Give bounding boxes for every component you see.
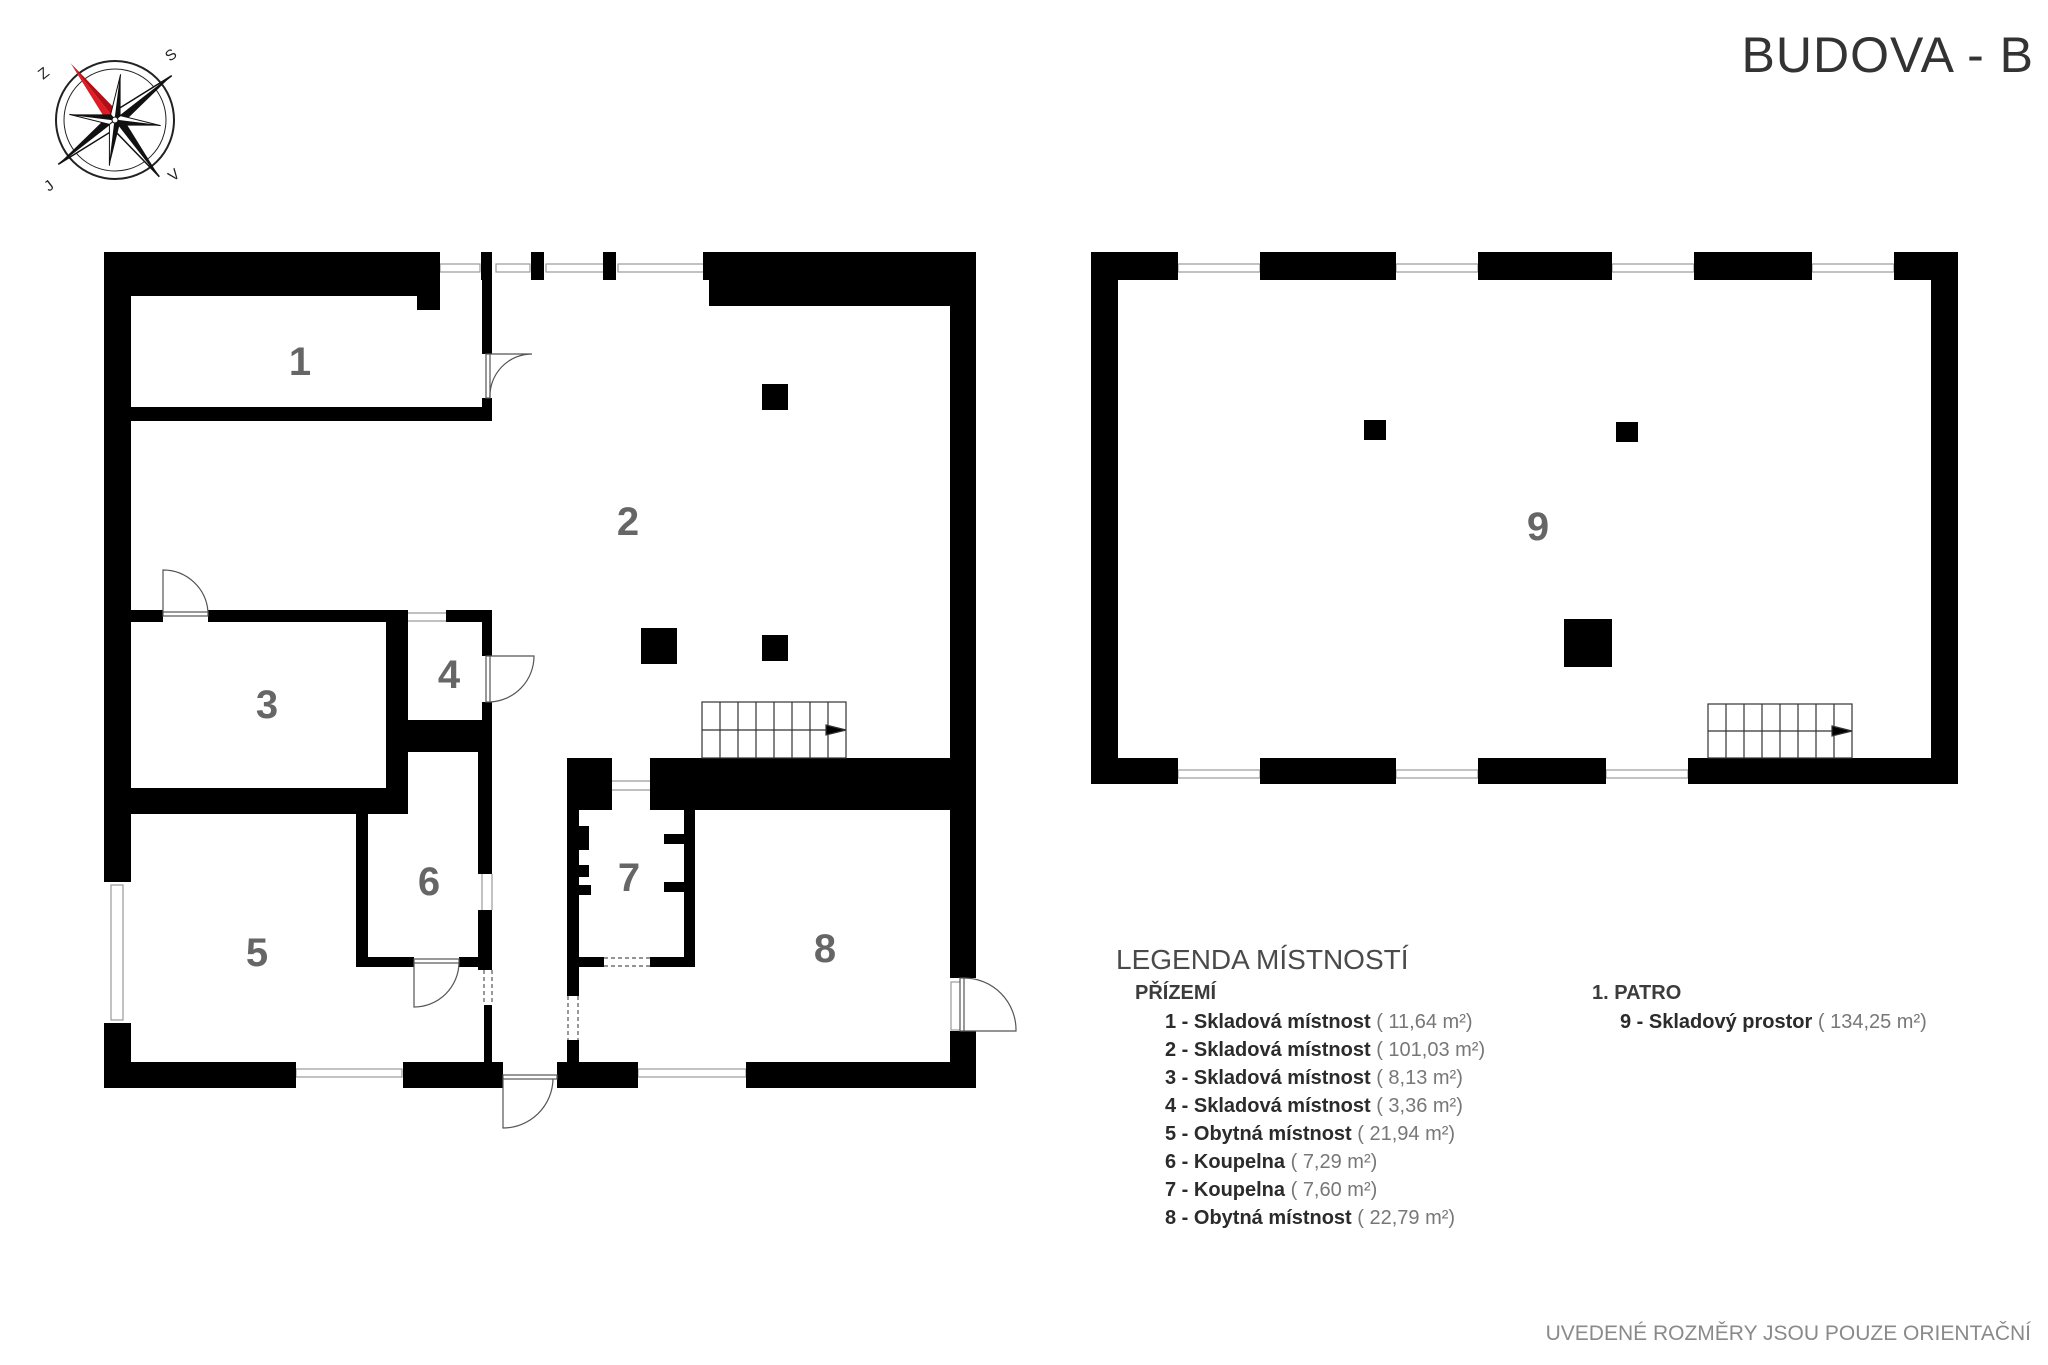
compass-label-s: S: [162, 46, 180, 66]
staircase: [701, 701, 847, 759]
legend-list-ground-floor: 1 - Skladová místnost ( 11,64 m²) 2 - Sk…: [1165, 1008, 1485, 1232]
legend-item: 6 - Koupelna ( 7,29 m²): [1165, 1151, 1378, 1173]
legend-title: LEGENDA MÍSTNOSTÍ: [1116, 944, 1409, 975]
room-number-8: 8: [814, 927, 836, 971]
room-number-5: 5: [246, 931, 268, 975]
legend-item: 2 - Skladová místnost ( 101,03 m²): [1165, 1039, 1486, 1061]
room-number-2: 2: [617, 500, 639, 544]
legend-item: 1 - Skladová místnost ( 11,64 m²): [1165, 1011, 1473, 1033]
ground-floor-plan: 1 2 3 4 5 6 7 8: [104, 252, 1017, 1129]
first-floor-plan: 9: [1091, 252, 1958, 784]
legend-list-first-floor: 9 - Skladový prostor ( 134,25 m²): [1620, 1008, 1927, 1036]
legend-item: 3 - Skladová místnost ( 8,13 m²): [1165, 1067, 1463, 1089]
legend-item: 5 - Obytná místnost ( 21,94 m²): [1165, 1123, 1456, 1145]
compass-rose: S V J Z: [35, 46, 183, 196]
room-number-4: 4: [438, 653, 461, 697]
disclaimer-note: UVEDENÉ ROZMĚRY JSOU POUZE ORIENTAČNÍ: [1545, 1322, 2031, 1345]
legend-item: 7 - Koupelna ( 7,60 m²): [1165, 1179, 1378, 1201]
legend-item: 9 - Skladový prostor ( 134,25 m²): [1620, 1011, 1927, 1033]
legend-item: 8 - Obytná místnost ( 22,79 m²): [1165, 1207, 1456, 1229]
compass-label-j: J: [41, 177, 57, 195]
room-number-7: 7: [618, 856, 640, 900]
compass-label-z: Z: [35, 64, 53, 83]
room-number-3: 3: [256, 683, 278, 727]
door: [162, 353, 1017, 1129]
staircase: [1707, 703, 1853, 759]
legend-section-ground-floor: PŘÍZEMÍ: [1135, 982, 1217, 1004]
legend-item: 4 - Skladová místnost ( 3,36 m²): [1165, 1095, 1463, 1117]
room-number-1: 1: [289, 340, 311, 384]
building-title: BUDOVA - B: [1741, 27, 2034, 83]
room-number-9: 9: [1527, 505, 1549, 549]
room-number-6: 6: [418, 860, 440, 904]
legend-section-first-floor: 1. PATRO: [1592, 982, 1682, 1004]
compass-label-v: V: [165, 166, 183, 186]
